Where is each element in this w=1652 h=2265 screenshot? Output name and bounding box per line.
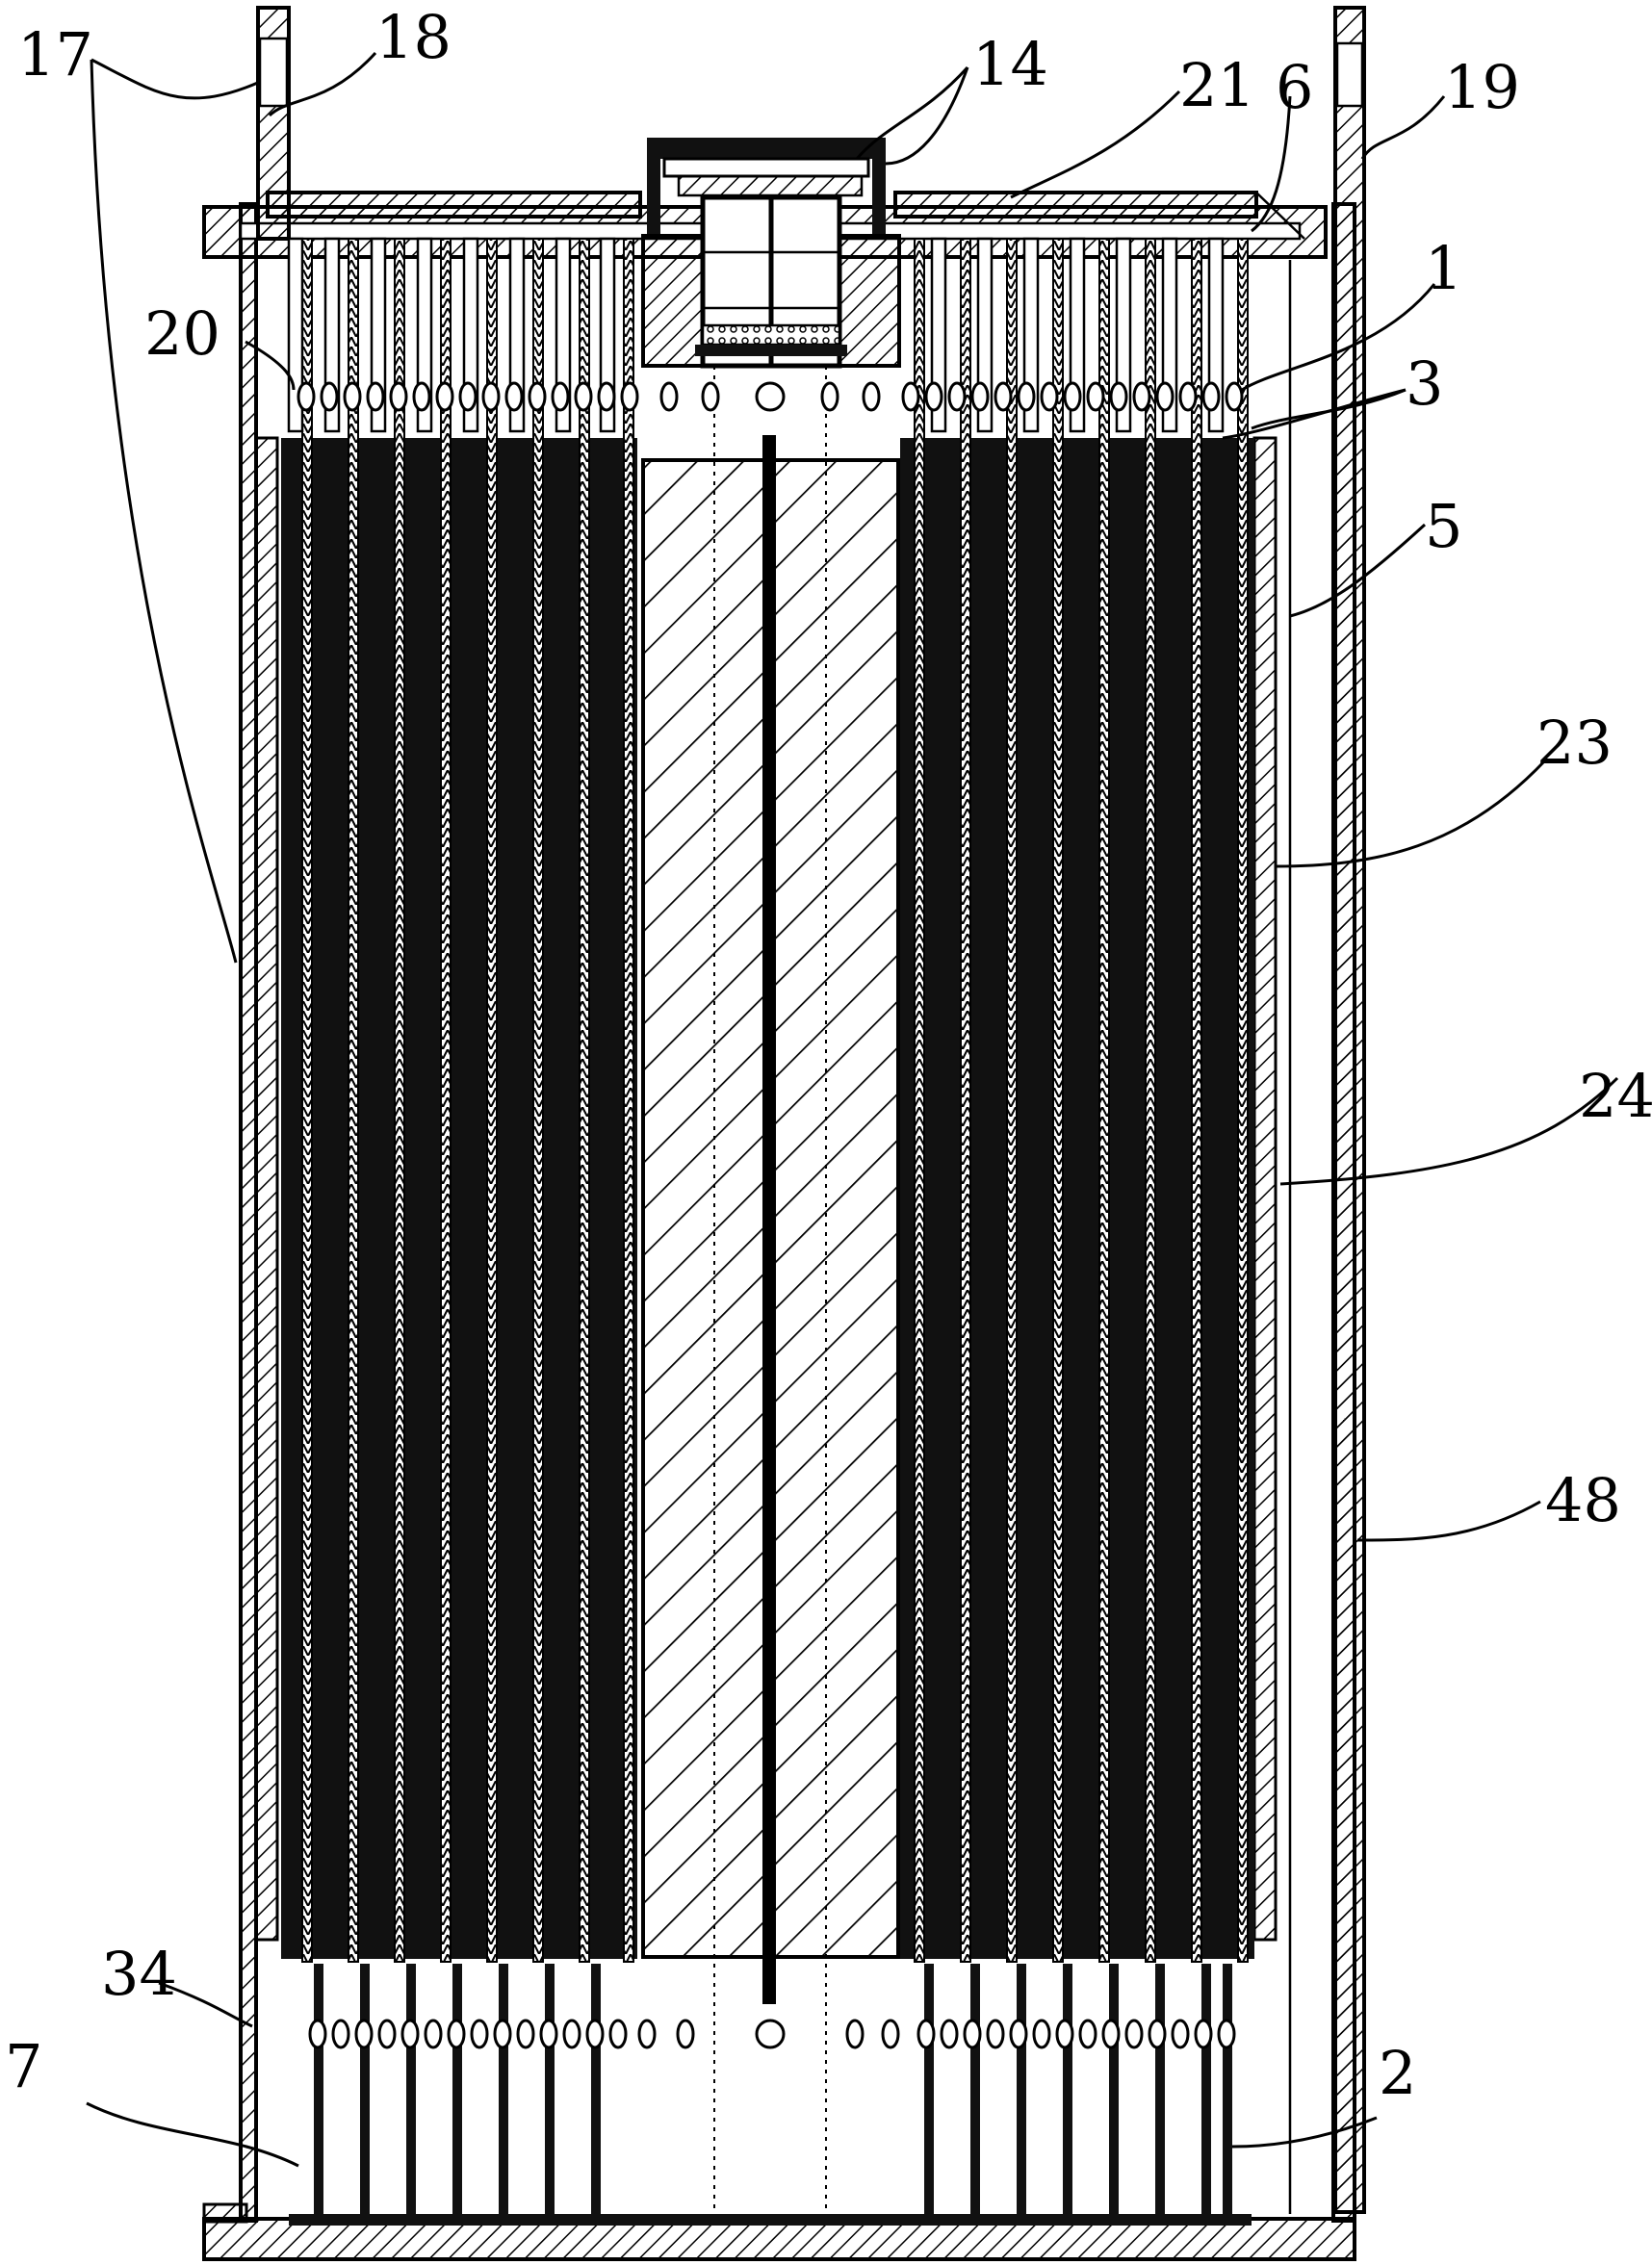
- safety-valve: [641, 138, 901, 369]
- label-5: 5: [1425, 491, 1462, 561]
- label-20: 20: [144, 298, 220, 369]
- electrode-stack-left: [281, 237, 637, 2219]
- label-19: 19: [1444, 52, 1520, 122]
- label-34: 34: [101, 1939, 177, 2009]
- label-21: 21: [1179, 50, 1255, 120]
- lower-tab-connections: [308, 2019, 1236, 2049]
- label-18: 18: [375, 2, 452, 72]
- label-23: 23: [1536, 708, 1613, 778]
- central-core: [641, 366, 900, 2214]
- label-6: 6: [1276, 52, 1313, 122]
- label-7: 7: [5, 2031, 42, 2101]
- bottom-bus-bar: [289, 2214, 1252, 2226]
- label-1: 1: [1425, 233, 1462, 303]
- label-3: 3: [1406, 348, 1443, 419]
- terminal-left: [256, 6, 291, 241]
- reference-numerals: 17 18 14 21 6 19 20 1 3 5 23 24 48 34 7 …: [5, 2, 1652, 2108]
- label-14: 14: [972, 29, 1048, 99]
- electrode-stack-right: [900, 237, 1254, 2219]
- inner-case: [254, 260, 1292, 2214]
- leader-lines: [86, 51, 1619, 2168]
- label-24: 24: [1579, 1061, 1652, 1131]
- upper-tab-connections: [297, 381, 1244, 412]
- label-48: 48: [1545, 1465, 1621, 1535]
- terminal-right: [1333, 6, 1366, 2214]
- label-17: 17: [17, 19, 93, 90]
- label-2: 2: [1379, 2038, 1416, 2108]
